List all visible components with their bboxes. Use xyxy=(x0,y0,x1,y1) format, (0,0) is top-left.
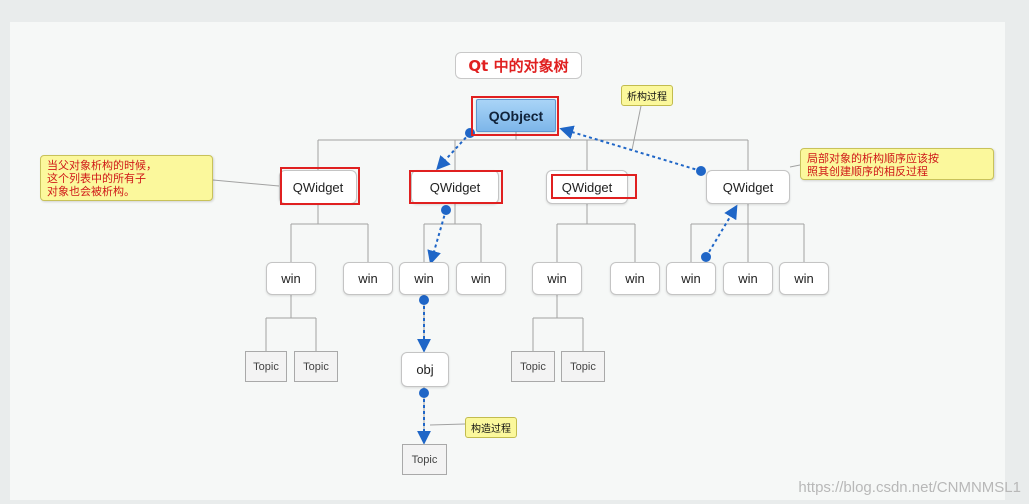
diagram-title: Qt 中的对象树 xyxy=(455,52,582,79)
dot-win-3 xyxy=(419,295,429,305)
dot-qwidget-4 xyxy=(696,166,706,176)
dot-qwidget-2 xyxy=(441,205,451,215)
win-node-1: win xyxy=(266,262,316,295)
win-node-3: win xyxy=(399,262,449,295)
topic-node-3: Topic xyxy=(511,351,555,382)
destruct-process-label: 析构过程 xyxy=(621,85,673,106)
arrow-root-to-qwidget xyxy=(436,132,471,171)
win-node-9: win xyxy=(779,262,829,295)
dot-obj xyxy=(419,388,429,398)
win-node-6: win xyxy=(610,262,660,295)
qwidget-1-highlight-box xyxy=(280,167,360,205)
arrow-qwidget-to-root xyxy=(559,125,702,172)
topic-node-4: Topic xyxy=(561,351,605,382)
qwidget-3-highlight-box xyxy=(551,174,637,199)
construct-process-label: 构造过程 xyxy=(465,417,517,438)
dot-win-7 xyxy=(701,252,711,262)
win-node-8: win xyxy=(723,262,773,295)
win-node-2: win xyxy=(343,262,393,295)
arrow-win-to-qwidget xyxy=(705,204,738,258)
win-node-4: win xyxy=(456,262,506,295)
win-node-7: win xyxy=(666,262,716,295)
topic-node-1: Topic xyxy=(245,351,287,382)
root-highlight-box xyxy=(471,96,559,136)
qwidget-2-highlight-box xyxy=(409,170,503,204)
process-arrows xyxy=(417,125,738,445)
topic-node-5: Topic xyxy=(402,444,447,475)
watermark: https://blog.csdn.net/CNMNMSL1 xyxy=(798,479,1021,496)
arrow-qwidget-to-win xyxy=(427,209,447,265)
obj-node: obj xyxy=(401,352,449,387)
tree-connectors xyxy=(212,100,805,444)
local-destruct-note: 局部对象的析构顺序应该按 照其创建顺序的相反过程 xyxy=(800,148,994,180)
parent-destruct-note: 当父对象析构的时候， 这个列表中的所有子 对象也会被析构。 xyxy=(40,155,213,201)
win-node-5: win xyxy=(532,262,582,295)
qwidget-node-1: QWidget xyxy=(279,170,357,204)
qwidget-node-4: QWidget xyxy=(706,170,790,204)
topic-node-2: Topic xyxy=(294,351,338,382)
qobject-node: QObject xyxy=(476,99,556,132)
